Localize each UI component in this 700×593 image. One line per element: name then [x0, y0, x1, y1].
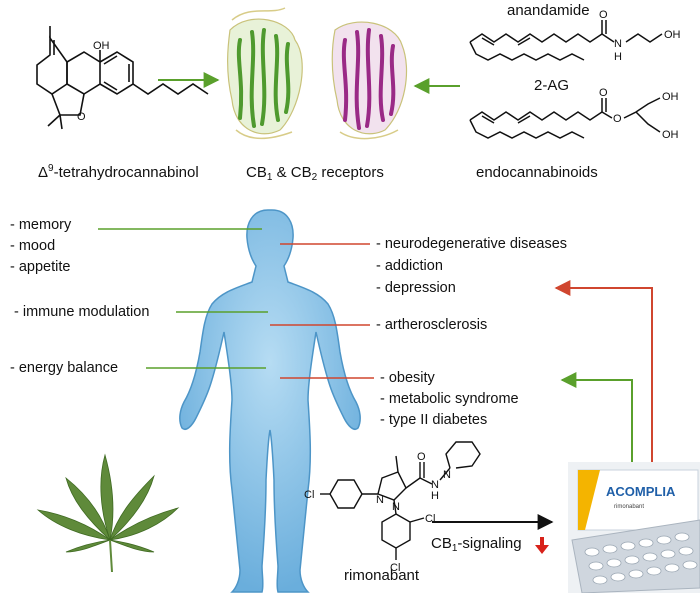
rim-n2-text: N: [392, 501, 400, 513]
signaling-text: -signaling: [457, 535, 522, 552]
acomplia-drug-package: ACOMPLIA rimonabant: [568, 462, 700, 593]
two-ag-oh2-text: OH: [662, 129, 679, 141]
rimonabant-structure: [320, 441, 481, 560]
thc-caption-delta: Δ: [38, 164, 49, 181]
cb1-signaling-caption: CB1-signaling: [431, 535, 522, 554]
rim-cl1-text: Cl: [304, 489, 314, 501]
effect-type2-diabetes: - type II diabetes: [380, 412, 488, 428]
signaling-cb: CB: [431, 535, 452, 552]
anandamide-o-text: O: [599, 9, 608, 21]
effect-immune-modulation: - immune modulation: [14, 304, 150, 320]
anandamide-n-text: N: [614, 38, 622, 50]
effect-mood: - mood: [10, 238, 56, 254]
receptors-caption-sub2: 2: [311, 172, 318, 183]
effect-connectors: [98, 228, 374, 379]
acomplia-sub-text: rimonabant: [614, 504, 644, 510]
rim-n1-text: N: [376, 494, 384, 506]
receptors-caption-mid: & CB: [272, 164, 312, 181]
anandamide-h-text: H: [614, 51, 622, 63]
anandamide-caption: anandamide: [507, 2, 590, 19]
receptors-caption-sub1: 1: [266, 172, 273, 183]
endocannabinoids-caption: endocannabinoids: [476, 164, 598, 181]
receptors-caption: CB1 & CB2 receptors: [246, 164, 384, 183]
two-ag-o2-text: O: [613, 113, 622, 125]
cannabis-leaf-image: [36, 453, 180, 573]
anandamide-structure: [469, 20, 663, 61]
thc-caption-sup: 9: [48, 163, 54, 174]
effect-artherosclerosis: - artherosclerosis: [376, 317, 488, 333]
human-body-figure: [179, 209, 361, 593]
receptors-caption-text: receptors: [317, 164, 384, 181]
effect-neurodegenerative: - neurodegenerative diseases: [376, 236, 568, 252]
thc-structure: [36, 26, 209, 130]
effect-energy-balance: - energy balance: [10, 360, 119, 376]
effect-depression: - depression: [376, 280, 456, 296]
thc-caption-text: -tetrahydrocannabinol: [53, 164, 199, 181]
receptors-caption-cb: CB: [246, 164, 267, 181]
signaling-sub: 1: [451, 543, 458, 554]
effect-memory: - memory: [10, 217, 72, 233]
rimonabant-caption: rimonabant: [344, 567, 420, 584]
thc-o-text: O: [77, 111, 86, 123]
decrease-arrow-icon: [535, 537, 549, 554]
effect-obesity: - obesity: [380, 370, 435, 386]
cb2-receptor-ribbon: [331, 21, 408, 140]
rim-n4-text: N: [443, 469, 451, 481]
rim-cl2-text: Cl: [425, 513, 435, 525]
blister-pills: [584, 532, 698, 585]
two-ag-oh1-text: OH: [662, 91, 679, 103]
thc-caption: Δ9-tetrahydrocannabinol: [38, 163, 199, 182]
rim-n3-text: N: [431, 479, 439, 491]
effect-appetite: - appetite: [10, 259, 71, 275]
depression-feedback-arrow: [554, 280, 653, 462]
two-ag-caption: 2-AG: [534, 77, 570, 94]
rim-h-text: H: [431, 490, 439, 502]
effect-addiction: - addiction: [376, 258, 443, 274]
two-ag-o1-text: O: [599, 87, 608, 99]
anandamide-oh-text: OH: [664, 29, 681, 41]
two-ag-structure: [469, 97, 661, 139]
rim-o-text: O: [417, 451, 426, 463]
cb1-receptor-ribbon: [227, 7, 303, 140]
acomplia-brand-text: ACOMPLIA: [606, 484, 676, 499]
rim-cl3-text: Cl: [390, 562, 400, 574]
effect-metabolic-syndrome: - metabolic syndrome: [380, 391, 519, 407]
thc-oh-text: OH: [93, 40, 110, 52]
obesity-feedback-arrow: [560, 372, 633, 462]
